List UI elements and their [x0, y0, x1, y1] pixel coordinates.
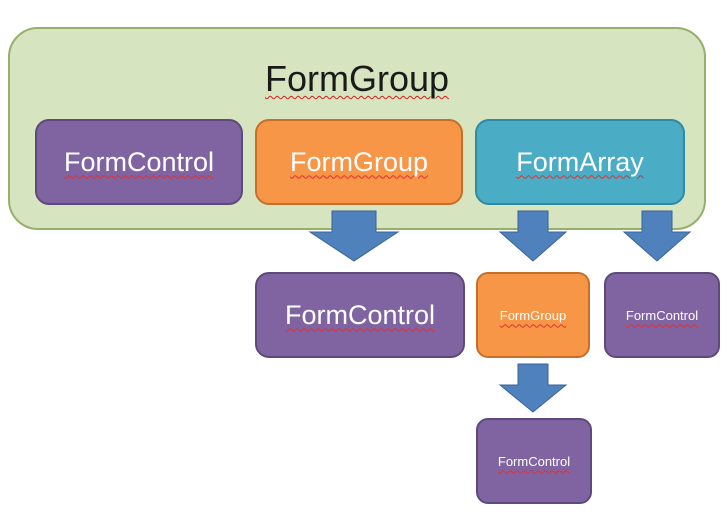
child-formgroup-box: FormGroup: [255, 119, 463, 205]
group-child-formcontrol-box: FormControl: [255, 272, 465, 358]
child-formarray-box: FormArray: [475, 119, 685, 205]
child-formgroup-label: FormGroup: [289, 146, 429, 177]
child-formarray-label: FormArray: [516, 146, 644, 177]
arrow-formarray-to-formgroup: [498, 210, 568, 262]
array-child-formgroup-box: FormGroup: [476, 272, 590, 358]
array-child-formcontrol-label: FormControl: [625, 307, 699, 323]
arrow-nested-formgroup-to-formcontrol: [498, 363, 568, 413]
array-child-formgroup-label: FormGroup: [499, 307, 567, 323]
array-child-formcontrol-box: FormControl: [604, 272, 720, 358]
arrow-formgroup-to-formcontrol: [308, 210, 400, 262]
array-group-child-formcontrol-box: FormControl: [476, 418, 592, 504]
arrow-formarray-to-formcontrol: [622, 210, 692, 262]
root-formgroup-title: FormGroup: [264, 58, 450, 99]
child-formcontrol-box: FormControl: [35, 119, 243, 205]
group-child-formcontrol-label: FormControl: [284, 299, 436, 330]
child-formcontrol-label: FormControl: [63, 146, 215, 177]
array-group-child-formcontrol-label: FormControl: [497, 453, 571, 469]
